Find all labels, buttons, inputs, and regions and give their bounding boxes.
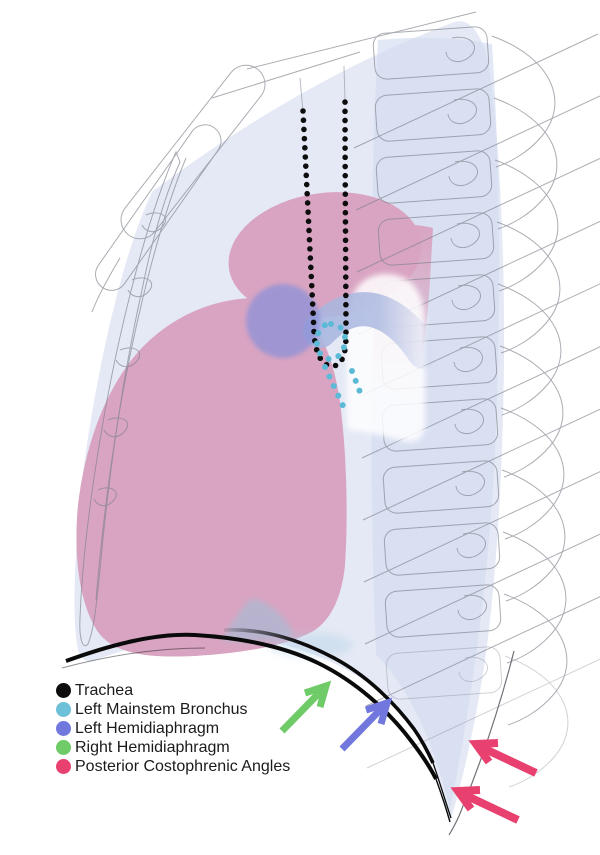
rib-cage	[79, 11, 600, 788]
trachea-color-dot	[56, 683, 71, 698]
bronchus-orifice-loop	[313, 321, 349, 363]
legend-label: Posterior Costophrenic Angles	[75, 758, 291, 775]
legend-label: Left Mainstem Bronchus	[75, 701, 248, 718]
anterior-diaphragm-faint-line	[61, 647, 206, 669]
purple-arrow-head	[364, 697, 393, 725]
right-hemidiaphragm-tail	[435, 778, 451, 823]
legend-item-left-hemidiaphragm: Left Hemidiaphragm	[56, 719, 290, 738]
legend-label: Left Hemidiaphragm	[75, 720, 220, 737]
pink-arrow-upper-shaft	[481, 744, 538, 777]
diaphragm-lines	[61, 627, 452, 823]
trachea-wall-lines	[299, 65, 346, 113]
legend-item-left-mainstem-bronchus: Left Mainstem Bronchus	[56, 700, 290, 719]
first-rib-line	[246, 11, 477, 70]
pink-arrow-lower-head	[450, 786, 481, 812]
annotation-arrows	[279, 680, 538, 824]
left-hemidiaphragm-line	[223, 627, 435, 764]
left-hemidiaphragm-tail	[432, 762, 452, 819]
legend-label: Trachea	[75, 682, 134, 699]
legend-item-trachea: Trachea	[56, 681, 290, 700]
hilar-band	[303, 292, 441, 369]
pink-arrow-lower-shaft	[463, 791, 520, 824]
heart-silhouette	[76, 298, 347, 657]
shoulder-girdle	[91, 11, 477, 313]
pink-arrow-upper-head	[468, 739, 499, 765]
posterior-costophrenic-arrow-upper	[468, 739, 538, 777]
left-hemidiaphragm-color-dot	[56, 721, 71, 736]
legend-label: Right Hemidiaphragm	[75, 739, 230, 756]
sternum	[79, 150, 187, 647]
right-hemidiaphragm-line	[65, 632, 438, 780]
purple-arrow-shaft	[339, 704, 386, 752]
second-rib-line	[211, 51, 361, 99]
green-arrow-shaft	[279, 687, 325, 734]
legend: Trachea Left Mainstem Bronchus Left Hemi…	[56, 681, 290, 776]
costophrenic-color-dot	[56, 759, 71, 774]
right-hemidiaphragm-color-dot	[56, 740, 71, 755]
left-hemidiaphragm-marker	[246, 284, 320, 358]
left-hemidiaphragm-arrow	[339, 697, 393, 752]
bronchus-color-dot	[56, 702, 71, 717]
bronchus-dotted-line	[313, 321, 366, 411]
bronchus-wall-left	[322, 364, 347, 411]
right-hemidiaphragm-arrow	[279, 680, 332, 734]
green-arrow-head	[303, 680, 332, 708]
posterior-costophrenic-arrow-lower	[450, 786, 520, 824]
legend-item-right-hemidiaphragm: Right Hemidiaphragm	[56, 738, 290, 757]
trachea-dotted-line	[300, 96, 349, 369]
legend-item-posterior-costophrenic-angles: Posterior Costophrenic Angles	[56, 757, 290, 776]
